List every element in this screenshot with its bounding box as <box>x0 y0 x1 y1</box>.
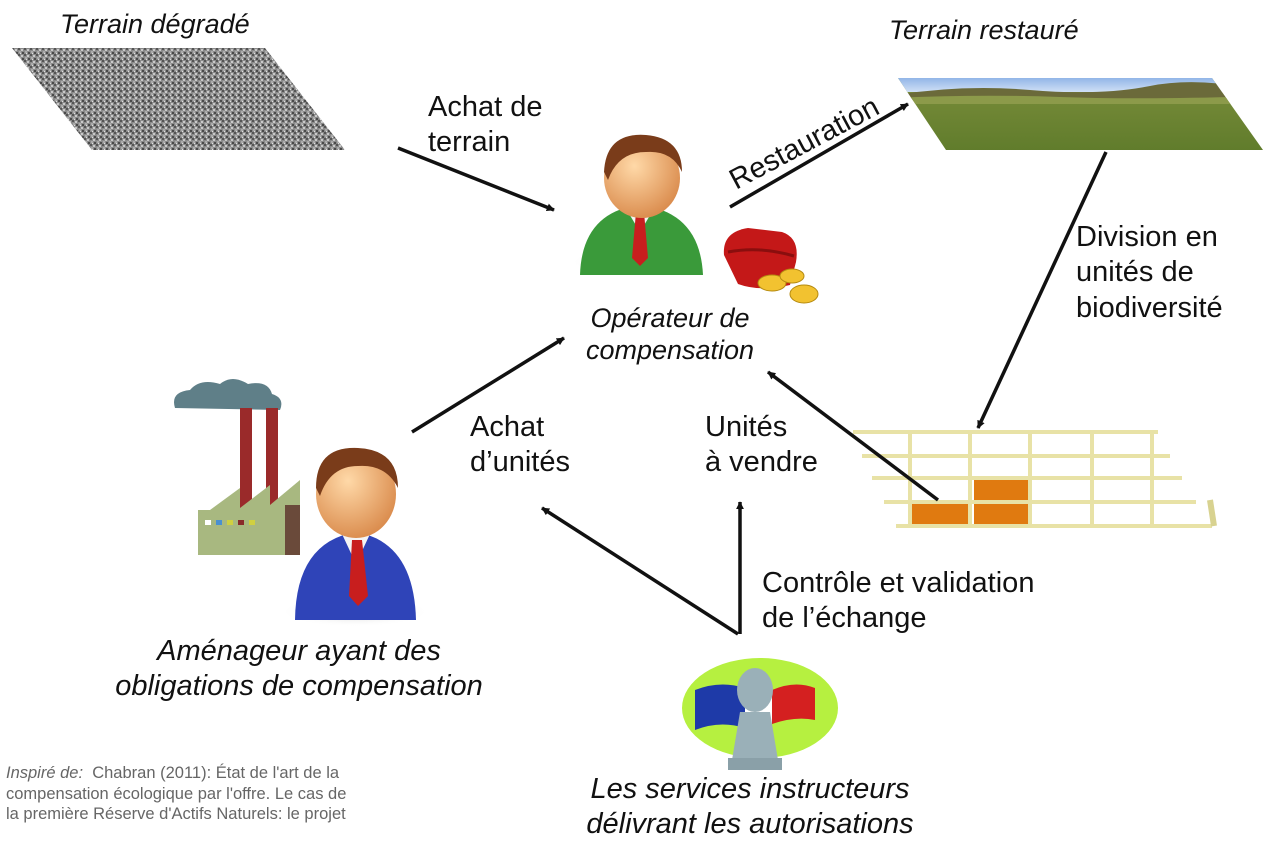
units-purchase-line2: d’unités <box>470 446 570 479</box>
arrow-developer-to-operator <box>411 336 565 434</box>
restored-land-label: Terrain restauré <box>889 15 1079 45</box>
arrow-units-for-sale <box>766 370 940 502</box>
arrow-division <box>976 151 1108 429</box>
division-label: Division en unités de biodiversité <box>1076 220 1223 326</box>
control-line1: Contrôle et validation <box>762 567 1035 599</box>
developer-label: Aménageur ayant des obligations de compe… <box>104 634 494 704</box>
land-purchase-line1: Achat de <box>428 91 543 123</box>
division-line1: Division en <box>1076 221 1218 253</box>
citation-line2: compensation écologique par l'offre. Le … <box>6 784 347 803</box>
services-label: Les services instructeurs délivrant les … <box>570 772 930 842</box>
degraded-land-label: Terrain dégradé <box>60 9 250 39</box>
division-line3: biodiversité <box>1076 291 1223 324</box>
wallet-icon <box>723 228 819 304</box>
units-for-sale-line1: Unités <box>705 411 788 443</box>
division-line2: unités de <box>1076 256 1194 289</box>
units-purchase-label: Achat d’unités <box>470 410 570 481</box>
marianne-flag-icon <box>682 658 838 770</box>
degraded-land-image <box>12 48 345 150</box>
biodiversity-units-grid <box>853 430 1217 528</box>
developer-person-icon <box>280 447 430 627</box>
arrow-control-to-purchase <box>541 506 739 636</box>
arrow-restoration <box>729 102 909 209</box>
units-for-sale-label: Unités à vendre <box>705 410 818 481</box>
control-validation-label: Contrôle et validation de l’échange <box>762 566 1034 637</box>
unit-for-sale-2 <box>974 480 1028 500</box>
services-label-line2: délivrant les autorisations <box>586 807 914 840</box>
land-purchase-line2: terrain <box>428 125 511 158</box>
control-line2: de l’échange <box>762 602 927 635</box>
developer-label-line2: obligations de compensation <box>115 669 483 702</box>
restored-land-image <box>898 78 1263 150</box>
citation-line1: Chabran (2011): État de l'art de la <box>92 764 340 782</box>
services-label-line1: Les services instructeurs <box>590 773 910 805</box>
citation-line3: la première Réserve d'Actifs Naturels: l… <box>6 805 346 824</box>
operator-label-line2: compensation <box>585 335 755 366</box>
units-for-sale-line2: à vendre <box>705 446 818 479</box>
land-purchase-label: Achat de terrain <box>428 90 542 160</box>
citation: Inspiré de: Chabran (2011): État de l'ar… <box>6 763 476 825</box>
operator-label: Opérateur de compensation <box>560 302 780 367</box>
unit-for-sale-1 <box>912 504 968 524</box>
operator-person-icon <box>570 134 710 276</box>
units-purchase-line1: Achat <box>470 411 545 443</box>
developer-label-line1: Aménageur ayant des <box>157 635 441 667</box>
citation-source-label: Inspiré de: <box>6 764 84 782</box>
factory-icon <box>174 379 300 555</box>
restoration-label: Restauration <box>724 91 884 196</box>
unit-for-sale-3 <box>974 504 1028 524</box>
arrow-land-purchase <box>397 146 555 212</box>
operator-label-line1: Opérateur de <box>590 303 750 333</box>
